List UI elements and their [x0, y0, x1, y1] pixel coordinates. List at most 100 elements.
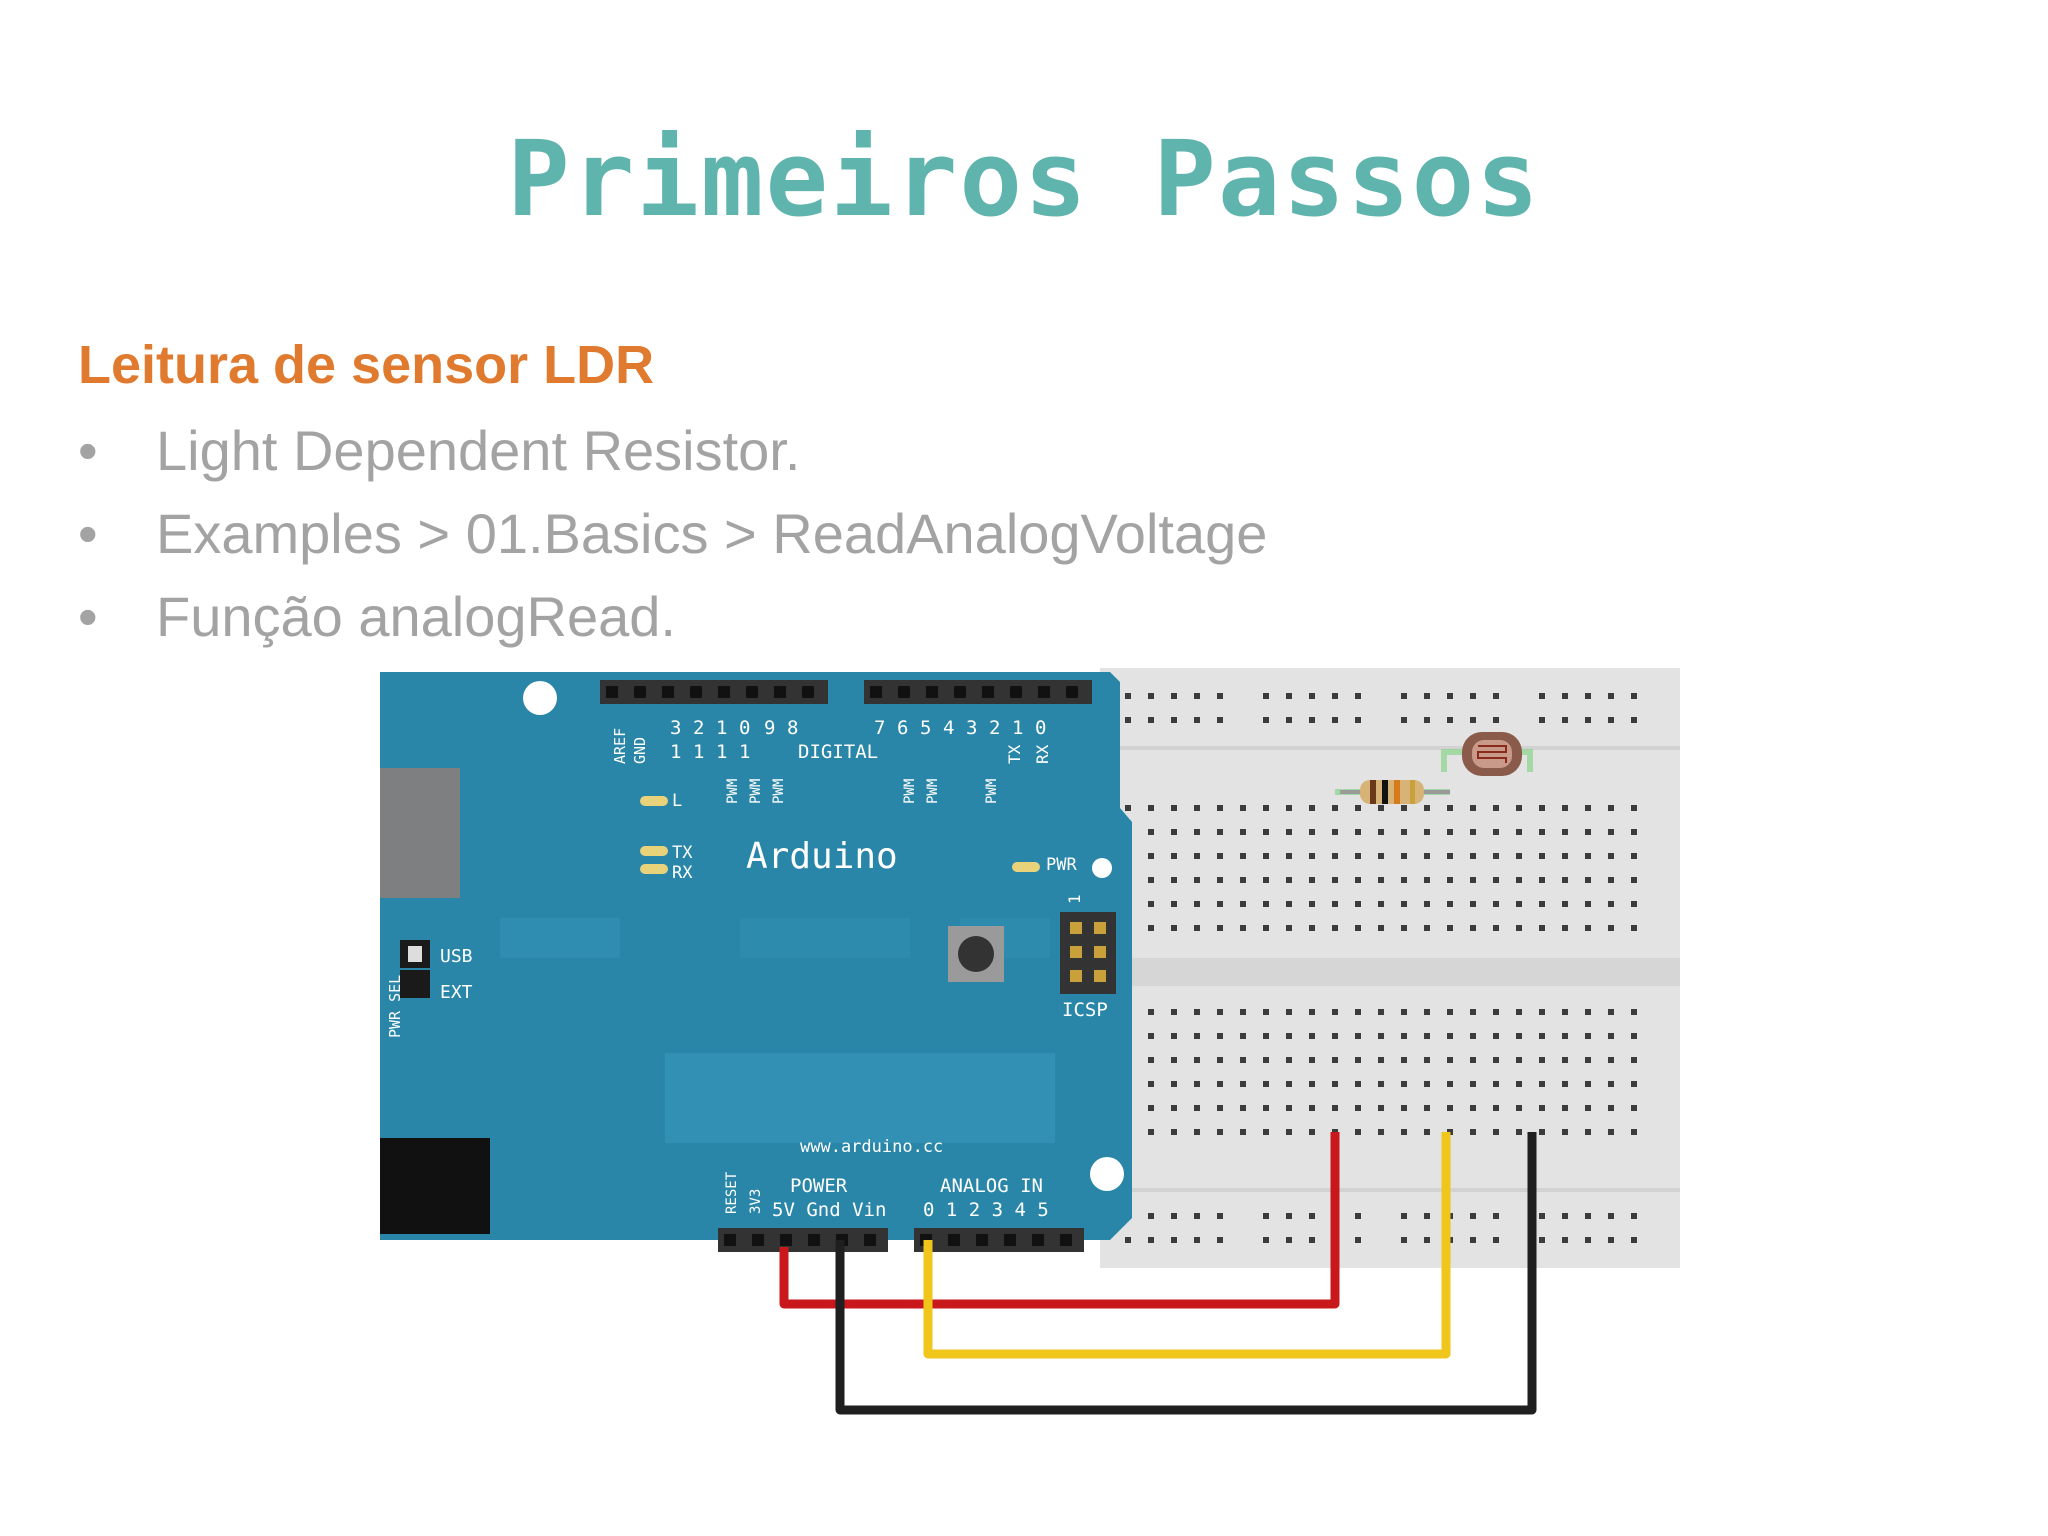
digital-pin-label: 2 [989, 717, 1000, 739]
breadboard-hole [1401, 925, 1407, 931]
breadboard-hole [1608, 877, 1614, 883]
pwm-label: PWM [902, 779, 918, 804]
breadboard-hole [1309, 1057, 1315, 1063]
header-pin [774, 686, 786, 698]
breadboard-hole [1355, 693, 1361, 699]
breadboard-hole [1447, 693, 1453, 699]
digital-pin-label: 0 [1035, 717, 1046, 739]
breadboard-hole [1539, 1033, 1545, 1039]
breadboard-hole [1539, 853, 1545, 859]
gnd-label: GND [631, 737, 649, 764]
breadboard-hole [1562, 1081, 1568, 1087]
breadboard-hole [1378, 1105, 1384, 1111]
breadboard-hole [1240, 853, 1246, 859]
breadboard-hole [1286, 805, 1292, 811]
breadboard-hole [1539, 1009, 1545, 1015]
breadboard-hole [1148, 693, 1154, 699]
breadboard-hole [1148, 1237, 1154, 1243]
icsp-pin [1070, 922, 1082, 934]
breadboard-hole [1217, 805, 1223, 811]
breadboard-hole [1631, 829, 1637, 835]
header-pin [724, 1234, 736, 1246]
breadboard-hole [1355, 1129, 1361, 1135]
breadboard-hole [1608, 1237, 1614, 1243]
wires [779, 1132, 1537, 1415]
breadboard-hole [1194, 853, 1200, 859]
breadboard-hole [1539, 1105, 1545, 1111]
breadboard-hole [1355, 853, 1361, 859]
breadboard-hole [1286, 1081, 1292, 1087]
breadboard-hole [1263, 1081, 1269, 1087]
breadboard-hole [1562, 925, 1568, 931]
breadboard-hole [1585, 1033, 1591, 1039]
mounting-hole [1092, 858, 1112, 878]
breadboard-hole [1539, 925, 1545, 931]
breadboard-hole [1585, 1057, 1591, 1063]
breadboard-hole [1539, 901, 1545, 907]
power-analog-header [718, 1228, 1084, 1252]
bullet-dot-icon: • [78, 585, 98, 648]
breadboard-hole [1217, 1081, 1223, 1087]
breadboard-hole [1240, 1057, 1246, 1063]
tx-pin-label: TX [1005, 744, 1024, 764]
breadboard-hole [1240, 925, 1246, 931]
breadboard-hole [1332, 1105, 1338, 1111]
breadboard-hole [1378, 1129, 1384, 1135]
bullet-text: Função analogRead. [156, 585, 676, 648]
breadboard-hole [1447, 1033, 1453, 1039]
breadboard-hole [1378, 925, 1384, 931]
breadboard-hole [1493, 1213, 1499, 1219]
breadboard-hole [1217, 853, 1223, 859]
breadboard-hole [1608, 1057, 1614, 1063]
breadboard-hole [1286, 693, 1292, 699]
usb-label: USB [440, 946, 473, 967]
breadboard-hole [1401, 1237, 1407, 1243]
breadboard-hole [1493, 1081, 1499, 1087]
icsp-pin [1070, 946, 1082, 958]
slide-title: Primeiros Passos [507, 118, 1541, 240]
breadboard-hole [1194, 1129, 1200, 1135]
breadboard-hole [1263, 1237, 1269, 1243]
usb-jack [380, 768, 460, 898]
breadboard-hole [1424, 693, 1430, 699]
breadboard-hole [1470, 877, 1476, 883]
breadboard-hole [1424, 901, 1430, 907]
breadboard-hole [1562, 901, 1568, 907]
breadboard-hole [1401, 805, 1407, 811]
breadboard-hole [1194, 925, 1200, 931]
breadboard-hole [1470, 1033, 1476, 1039]
breadboard-hole [1608, 1213, 1614, 1219]
digital-pin-tens-label: 1 [693, 741, 704, 763]
breadboard-hole [1309, 1105, 1315, 1111]
breadboard-hole [1217, 829, 1223, 835]
breadboard-hole [1539, 805, 1545, 811]
breadboard-hole [1378, 829, 1384, 835]
breadboard-hole [1332, 1081, 1338, 1087]
breadboard-hole [1171, 693, 1177, 699]
breadboard-hole [1608, 853, 1614, 859]
breadboard-hole [1631, 877, 1637, 883]
breadboard-hole [1470, 1129, 1476, 1135]
digital-pin-label: 5 [920, 717, 931, 739]
header-pin [898, 686, 910, 698]
board-name: Arduino [746, 836, 898, 877]
breadboard-hole [1332, 693, 1338, 699]
icsp-pin [1094, 970, 1106, 982]
breadboard-hole [1516, 1057, 1522, 1063]
breadboard-hole [1194, 1057, 1200, 1063]
breadboard-hole [1493, 877, 1499, 883]
breadboard-hole [1539, 1057, 1545, 1063]
breadboard-hole [1263, 1057, 1269, 1063]
breadboard-hole [1240, 1081, 1246, 1087]
breadboard-hole [1516, 1129, 1522, 1135]
digital-pin-label: 0 [739, 717, 750, 739]
breadboard-hole [1631, 1237, 1637, 1243]
breadboard-hole [1263, 925, 1269, 931]
breadboard-hole [1401, 1057, 1407, 1063]
breadboard-hole [1286, 1129, 1292, 1135]
status-led [1012, 862, 1040, 872]
breadboard-hole [1470, 693, 1476, 699]
header-pin [802, 686, 814, 698]
pwm-label: PWM [925, 779, 941, 804]
breadboard-hole [1424, 717, 1430, 723]
